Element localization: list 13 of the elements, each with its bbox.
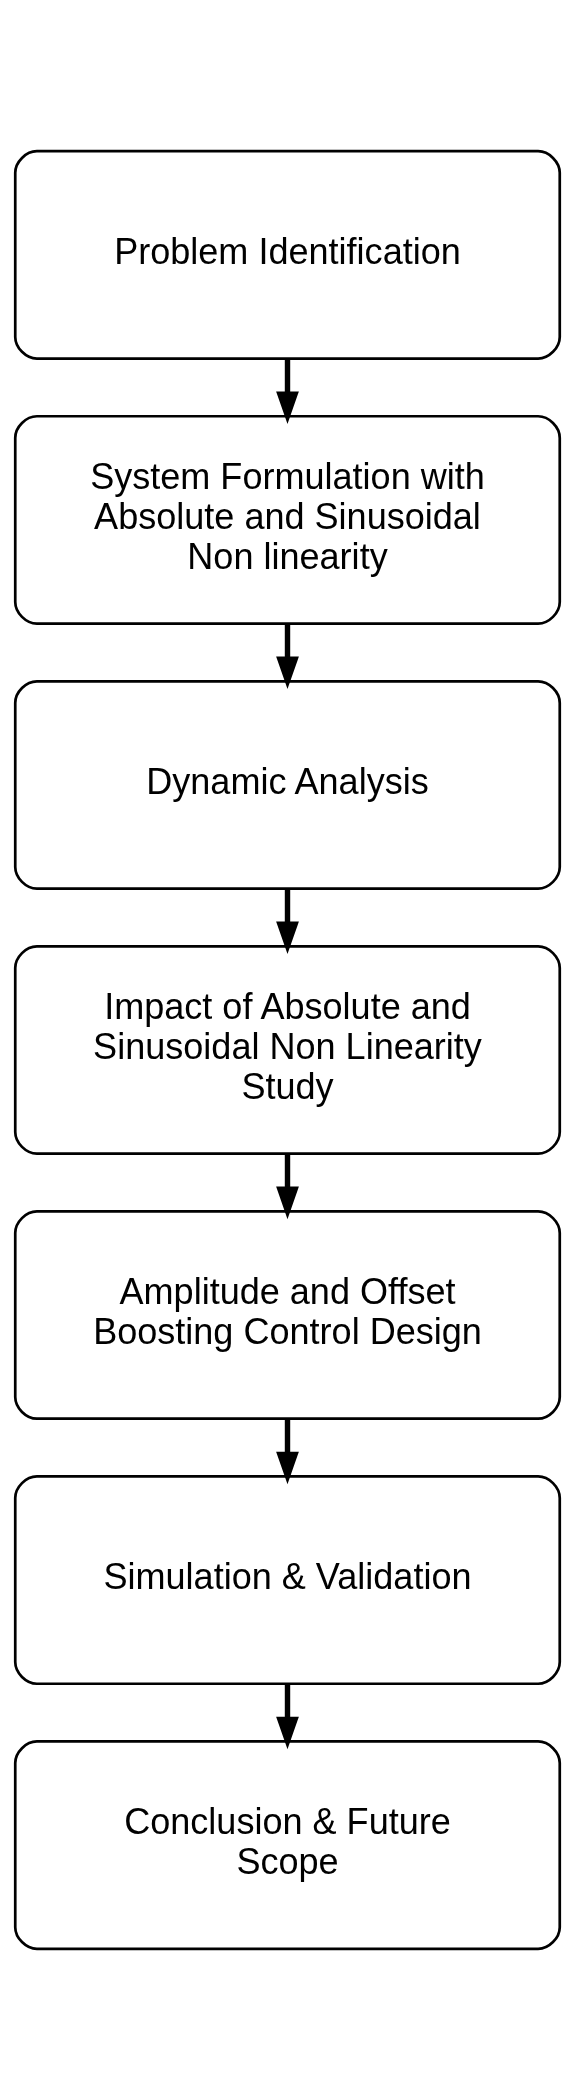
arrow: [276, 1419, 299, 1485]
node-box: Dynamic Analysis: [13, 679, 562, 890]
arrow: [276, 359, 299, 425]
node-box: Conclusion & Future Scope: [13, 1740, 562, 1951]
arrow: [276, 1154, 299, 1220]
arrow: [276, 1684, 299, 1750]
arrow: [276, 624, 299, 690]
node-box: System Formulation with Absolute and Sinusoidal Non linearity: [13, 414, 562, 625]
node-box: Problem Identification: [13, 149, 562, 360]
node-box: Impact of Absolute and Sinusoidal Non Linearity Study: [13, 945, 562, 1155]
node-box: Amplitude and Offset Boosting Control Design: [13, 1210, 562, 1421]
arrow: [276, 889, 299, 955]
node-box: Simulation & Validation: [13, 1475, 562, 1686]
